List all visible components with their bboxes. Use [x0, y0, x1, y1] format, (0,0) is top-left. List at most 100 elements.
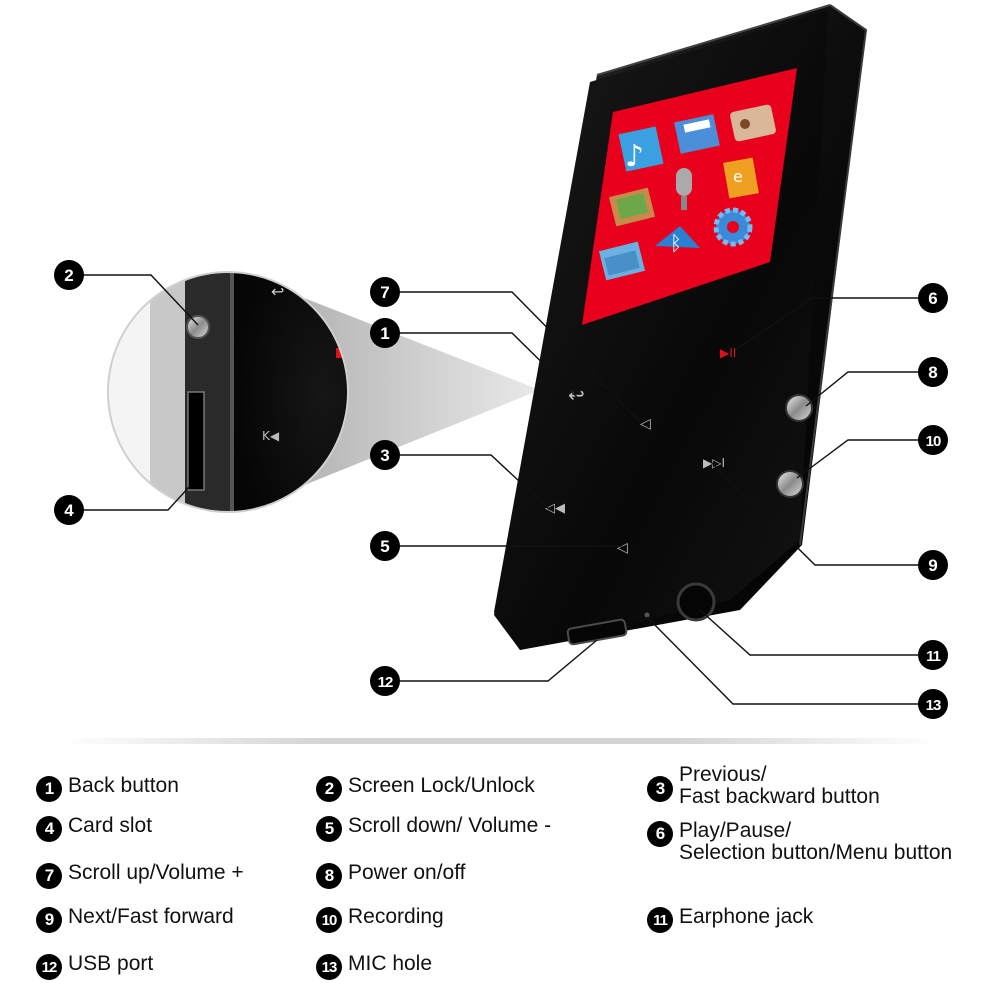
- svg-text:2: 2: [64, 266, 73, 285]
- legend-item-11: 11 Earphone jack: [647, 906, 813, 933]
- callout-5: 5: [370, 531, 400, 561]
- svg-text:8: 8: [928, 363, 937, 382]
- next-touch-icon[interactable]: ▶▷I: [703, 456, 725, 470]
- legend-label: Scroll down/ Volume -: [348, 814, 552, 837]
- svg-text:10: 10: [926, 433, 941, 450]
- legend-item-6: 6 Play/Pause/ Selection button/Menu butt…: [647, 820, 952, 864]
- callout-12: 12: [370, 666, 400, 696]
- svg-text:12: 12: [378, 674, 393, 691]
- legend-number: 13: [316, 954, 342, 980]
- leader-line-8: [805, 371, 920, 407]
- photo-icon: [608, 187, 656, 227]
- legend-number: 6: [647, 821, 673, 847]
- legend-item-1: 1 Back button: [36, 775, 179, 802]
- zoom-inset: ↩ K◀: [108, 272, 348, 512]
- svg-text:4: 4: [64, 501, 74, 520]
- svg-text:1: 1: [380, 324, 389, 343]
- legend-label: Back button: [68, 774, 179, 797]
- svg-text:11: 11: [926, 648, 941, 665]
- legend-number: 5: [316, 816, 342, 842]
- video-icon: [674, 114, 720, 154]
- legend-label: Play/Pause/ Selection button/Menu button: [679, 819, 953, 864]
- callout-8: 8: [918, 357, 948, 387]
- legend-label: Next/Fast forward: [68, 905, 234, 928]
- leader-line-1: [399, 332, 578, 398]
- settings-gear-icon: [713, 207, 753, 247]
- legend-label: Scroll up/Volume +: [68, 861, 244, 884]
- svg-text:3: 3: [380, 446, 389, 465]
- back-touch-icon[interactable]: ↩: [568, 383, 585, 407]
- legend-label: MIC hole: [348, 952, 433, 975]
- leader-line-7: [399, 291, 641, 423]
- legend-label: USB port: [68, 952, 154, 975]
- legend-number: 1: [36, 776, 62, 802]
- legend-number: 7: [36, 863, 62, 889]
- svg-text:K◀: K◀: [262, 429, 280, 443]
- volume-down-touch-icon[interactable]: ◁: [617, 540, 628, 556]
- legend-label: Card slot: [68, 814, 153, 837]
- music-icon: ♪: [618, 126, 664, 174]
- leader-line-6: [734, 297, 920, 351]
- svg-text:♪: ♪: [625, 139, 644, 174]
- legend-item-12: 12 USB port: [36, 953, 153, 980]
- leader-line-13: [646, 616, 920, 705]
- microphone-icon: [676, 168, 692, 210]
- callout-4: 4: [54, 495, 84, 525]
- earphone-jack-hole: [676, 582, 716, 622]
- legend-number: 11: [647, 907, 673, 933]
- svg-text:↩: ↩: [271, 282, 284, 301]
- callout-10: 10: [918, 425, 948, 455]
- legend-label: Earphone jack: [679, 905, 814, 928]
- legend-item-9: 9 Next/Fast forward: [36, 906, 234, 933]
- leader-line-4: [84, 485, 191, 511]
- legend-label: Previous/ Fast backward button: [679, 763, 880, 808]
- legend-number: 4: [36, 816, 62, 842]
- previous-touch-icon[interactable]: ◁◀: [545, 501, 565, 516]
- volume-up-touch-icon[interactable]: ◁: [640, 416, 651, 432]
- callout-7: 7: [370, 277, 400, 307]
- record-button[interactable]: [776, 470, 804, 498]
- callout-11: 11: [918, 640, 948, 670]
- legend-item-10: 10 Recording: [316, 906, 444, 933]
- leader-lines: [83, 274, 920, 705]
- legend-item-8: 8 Power on/off: [316, 862, 466, 889]
- usb-port-hole: [566, 618, 628, 646]
- svg-text:ᛒ: ᛒ: [670, 231, 682, 255]
- device-diagram: ↩ K◀ ↩ ◁ ◁◀ ◁ ▶▷I ▶II ♪: [54, 4, 948, 719]
- leader-line-9: [711, 462, 920, 566]
- bluetooth-icon: ᛒ: [655, 226, 700, 255]
- callout-1: 1: [370, 318, 400, 348]
- leader-line-10: [796, 439, 920, 479]
- leader-line-11: [699, 609, 920, 656]
- legend-number: 8: [316, 863, 342, 889]
- screen-icons: ♪ e ᛒ: [598, 104, 776, 281]
- legend-number: 12: [36, 954, 62, 980]
- leader-line-12: [400, 639, 598, 682]
- radio-icon: [730, 104, 776, 142]
- legend-item-5: 5 Scroll down/ Volume -: [316, 815, 551, 842]
- ebook-icon: e: [723, 157, 759, 199]
- svg-text:5: 5: [380, 537, 389, 556]
- legend-number: 9: [36, 907, 62, 933]
- svg-text:9: 9: [928, 556, 937, 575]
- leader-line-3: [399, 454, 549, 509]
- legend-number: 3: [647, 776, 673, 802]
- legend-label: Power on/off: [348, 861, 466, 884]
- folder-icon: [598, 241, 646, 281]
- callout-3: 3: [370, 440, 400, 470]
- svg-text:e: e: [733, 167, 743, 186]
- callout-13: 13: [918, 689, 948, 719]
- callout-2: 2: [54, 260, 84, 290]
- leader-line-2: [83, 274, 199, 326]
- legend-label: Screen Lock/Unlock: [348, 774, 535, 797]
- legend-item-13: 13 MIC hole: [316, 953, 432, 980]
- legend-item-2: 2 Screen Lock/Unlock: [316, 775, 535, 802]
- play-pause-touch-icon[interactable]: ▶II: [720, 346, 736, 360]
- mp3-player: ↩ ◁ ◁◀ ◁ ▶▷I ▶II: [494, 4, 868, 650]
- legend-label: Recording: [348, 905, 444, 928]
- legend-item-4: 4 Card slot: [36, 815, 152, 842]
- power-button[interactable]: [785, 394, 813, 422]
- legend-item-7: 7 Scroll up/Volume +: [36, 862, 244, 889]
- svg-text:7: 7: [380, 283, 389, 302]
- legend-number: 2: [316, 776, 342, 802]
